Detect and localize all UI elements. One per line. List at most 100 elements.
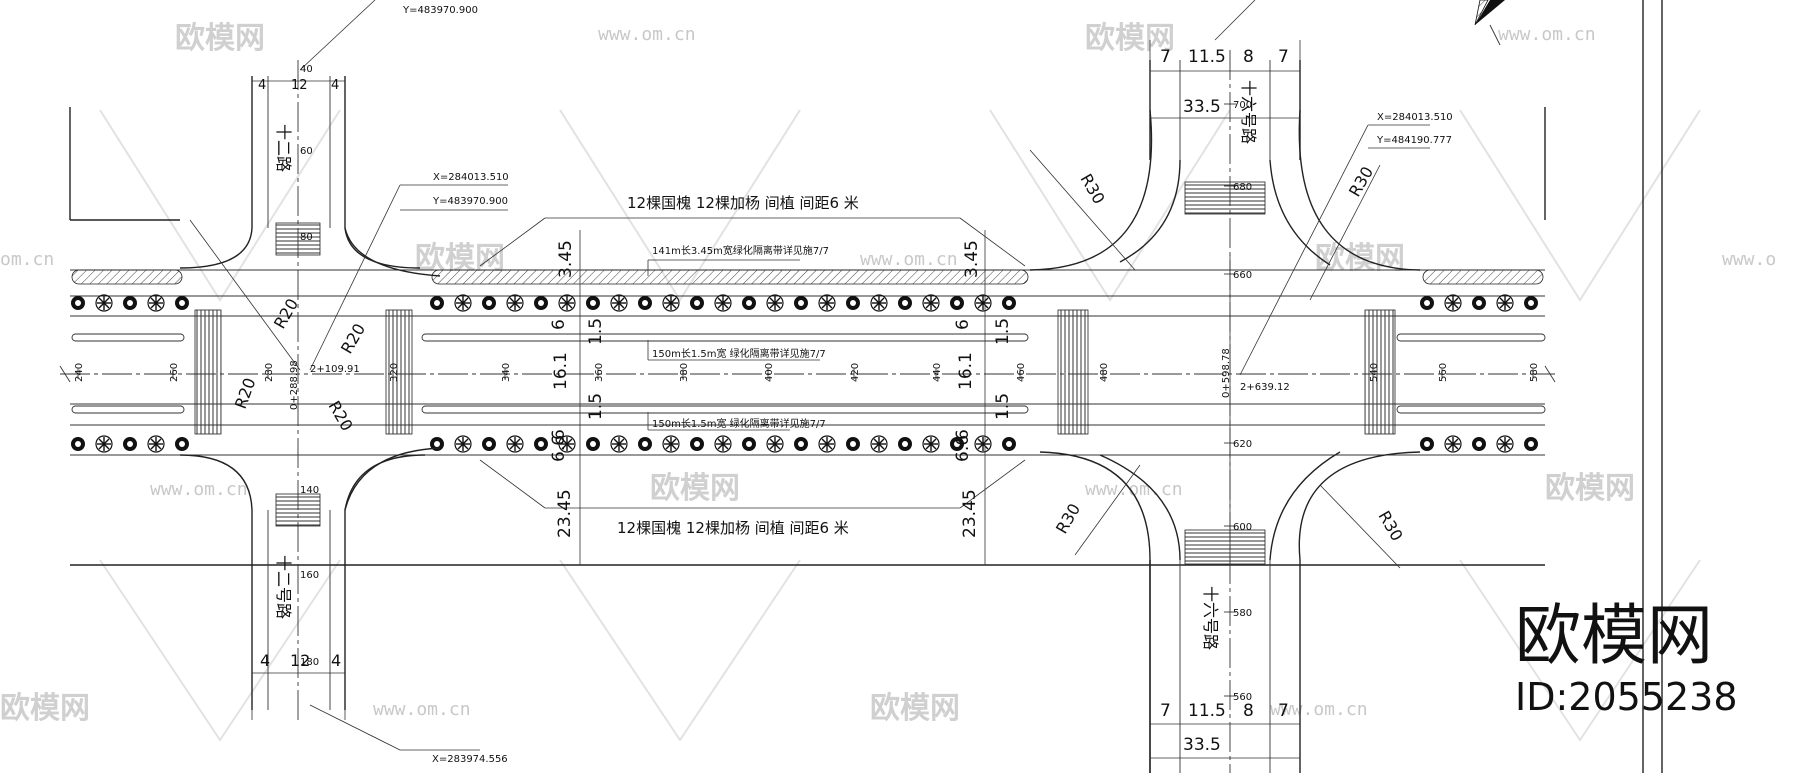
dim-label: 16.1 (551, 352, 571, 390)
tree-locust-icon (794, 437, 808, 451)
chainage-label: 2+109.91 (310, 364, 360, 375)
main-road (59, 107, 1556, 566)
road-name: 十六号路 (1239, 80, 1258, 144)
chainage-label: 0+288.98 (289, 360, 300, 410)
tree-poplar-icon (610, 294, 628, 312)
tree-locust-icon (71, 437, 85, 451)
road-name: 十六号路 (1201, 586, 1220, 650)
station-label: 660 (1233, 270, 1252, 281)
dim-label: 8 (1243, 47, 1254, 67)
tree-poplar-icon (147, 294, 165, 312)
tree-poplar-icon (506, 435, 524, 453)
watermark-logo: 欧模网 (1085, 21, 1175, 56)
radius-label: R20 (325, 398, 357, 435)
watermark-url: www.om.cn (1085, 479, 1183, 500)
watermark-url: www.om.cn (373, 699, 471, 720)
tree-locust-icon (1420, 296, 1434, 310)
station-label: 340 (501, 363, 512, 382)
tree-locust-icon (123, 437, 137, 451)
annotations: 12棵国槐 12棵加杨 间植 间距6 米 12棵国槐 12棵加杨 间植 间距6 … (231, 5, 1453, 765)
tree-locust-icon (690, 296, 704, 310)
tree-locust-icon (1472, 437, 1486, 451)
tree-locust-icon (794, 296, 808, 310)
tree-locust-icon (482, 296, 496, 310)
tree-locust-icon (690, 437, 704, 451)
dim-label: 6 (549, 429, 569, 440)
dim-label: 4 (331, 78, 339, 93)
station-label: 380 (679, 363, 690, 382)
drawing-border (1474, 0, 1663, 773)
watermark-url: www.om.cn (1498, 24, 1596, 45)
tree-locust-icon (430, 437, 444, 451)
watermark-url: www.om.cn (598, 24, 696, 45)
coord-label: Y=483970.900 (402, 5, 478, 16)
tree-row-bottom (71, 435, 1538, 453)
tree-locust-icon (175, 296, 189, 310)
median-right-top (1422, 269, 1544, 285)
station-label: 80 (300, 232, 313, 243)
dim-label: 33.5 (1183, 97, 1221, 117)
cross-road-left (179, 60, 441, 720)
watermark-url: www.om.cn (1270, 699, 1368, 720)
tree-locust-icon (586, 437, 600, 451)
tree-locust-icon (534, 437, 548, 451)
station-label: 280 (264, 363, 275, 382)
tree-poplar-icon (610, 435, 628, 453)
watermark-logo: 欧模网 (650, 471, 740, 506)
chainage-label: 0+598.78 (1221, 348, 1232, 398)
dim-label: 1.5 (993, 318, 1013, 345)
tree-poplar-icon (95, 435, 113, 453)
road-name: 十二路 (274, 124, 293, 172)
station-label: 580 (1233, 608, 1252, 619)
dim-label: 7 (1160, 47, 1171, 67)
median-note-low: 150m长1.5m宽 绿化隔离带详见施7/7 (652, 417, 826, 430)
tree-poplar-icon (922, 294, 940, 312)
tree-locust-icon (742, 296, 756, 310)
tree-locust-icon (1002, 296, 1016, 310)
median-note-top: 141m长3.45m宽绿化隔离带详见施7/7 (652, 244, 829, 257)
tree-poplar-icon (1496, 435, 1514, 453)
brand-stamp: 欧模网 ID:2055238 (1515, 597, 1738, 719)
dim-label: 4 (258, 78, 266, 93)
tree-poplar-icon (1444, 435, 1462, 453)
dim-label: 3.45 (962, 240, 982, 278)
chainage-label: 2+639.12 (1240, 382, 1290, 393)
tree-locust-icon (846, 296, 860, 310)
tree-poplar-icon (870, 294, 888, 312)
dim-label: 6 (953, 319, 973, 330)
station-label: 580 (1529, 363, 1540, 382)
radius-label: R30 (1077, 171, 1109, 208)
tree-locust-icon (71, 296, 85, 310)
station-label: 240 (74, 363, 85, 382)
tree-poplar-icon (454, 435, 472, 453)
tree-poplar-icon (95, 294, 113, 312)
watermark-url: www.o (1722, 249, 1776, 270)
radius-label: R20 (337, 320, 369, 357)
dim-label: 7 (1160, 701, 1171, 721)
tree-poplar-icon (662, 294, 680, 312)
dim-label: 3.45 (556, 240, 576, 278)
crosswalk (194, 309, 222, 435)
coord-label: Y=484190.777 (1376, 135, 1452, 146)
watermark-url: om.cn (0, 249, 54, 270)
crosswalk (1184, 181, 1266, 215)
coord-label: X=284013.510 (433, 172, 509, 183)
tree-poplar-icon (974, 294, 992, 312)
tree-locust-icon (534, 296, 548, 310)
median-note-mid: 150m长1.5m宽 绿化隔离带详见施7/7 (652, 347, 826, 360)
tree-locust-icon (1472, 296, 1486, 310)
tree-locust-icon (1002, 437, 1016, 451)
station-label: 360 (594, 363, 605, 382)
station-label: 560 (1233, 692, 1252, 703)
station-label: 460 (1016, 363, 1027, 382)
radius-label: R30 (1375, 508, 1407, 545)
station-label: 320 (389, 363, 400, 382)
north-arrow-icon (1475, 0, 1505, 25)
dim-label: 7 (1278, 701, 1289, 721)
tree-locust-icon (1524, 296, 1538, 310)
dim-label: 23.45 (960, 489, 980, 538)
station-label: 180 (300, 657, 319, 668)
dim-label: 6 (953, 429, 973, 440)
dim-label: 4 (260, 651, 270, 670)
